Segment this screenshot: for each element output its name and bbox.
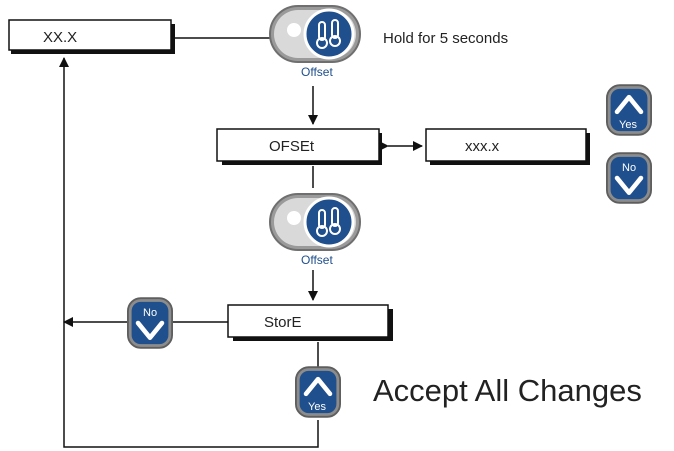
yes-key-accept-label: Yes [308,401,326,413]
offset-key-hold[interactable]: Offset [268,4,362,79]
no-key-side[interactable]: No [607,153,651,203]
offset-mode-text: OFSEt [269,138,315,155]
connectors [59,37,423,448]
thermometer-key-icon [268,4,362,64]
offset-key-label-2: Offset [301,253,333,267]
yes-key-accept[interactable]: Yes [296,367,340,417]
main-value-text: XX.X [43,29,77,46]
hold-instruction: Hold for 5 seconds [383,30,508,47]
offset-value-display: xxx.x [425,128,590,165]
yes-key-side-label: Yes [619,119,637,131]
no-key-discard-label: No [143,307,157,319]
yes-key-side[interactable]: Yes [607,85,651,135]
accept-instruction: Accept All Changes [373,373,642,408]
no-key-discard[interactable]: No [128,298,172,348]
offset-mode-display: OFSEt [216,128,382,165]
down-arrow-key-icon [607,153,651,203]
store-text: StorE [264,314,302,331]
offset-key-label: Offset [301,65,333,79]
main-value-display: XX.X [8,19,175,54]
no-key-side-label: No [622,162,636,174]
offset-value-text: xxx.x [465,138,500,155]
thermometer-key-icon [268,192,362,252]
offset-key-confirm[interactable]: Offset [268,192,362,267]
store-display: StorE [227,304,393,341]
return-path-to-display [59,57,319,448]
down-arrow-key-icon [128,298,172,348]
